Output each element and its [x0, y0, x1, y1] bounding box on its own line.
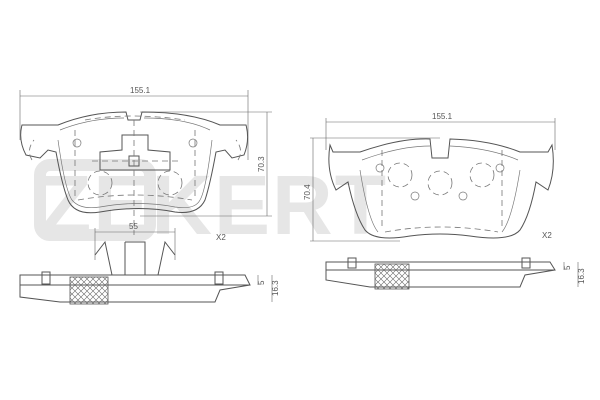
left-pad-side-view: 5 16.3 — [19, 271, 280, 305]
left-quantity-label: X2 — [216, 233, 226, 242]
watermark-logo: ZEKERT — [34, 158, 388, 252]
right-backing-label: 5 — [563, 265, 572, 270]
right-quantity-label: X2 — [542, 231, 552, 240]
svg-text:ZEKERT: ZEKERT — [40, 158, 388, 252]
right-width-label: 155.1 — [432, 112, 453, 121]
left-pad-clip: 55 X2 — [94, 222, 226, 276]
left-backing-label: 5 — [257, 280, 266, 285]
right-height-label: 70.4 — [303, 184, 312, 200]
right-thickness-label: 16.3 — [577, 268, 586, 284]
right-pad-side-view: 5 16.3 — [325, 257, 586, 290]
left-width-label: 155.1 — [130, 86, 151, 95]
left-thickness-label: 16.3 — [271, 280, 280, 296]
left-height-label: 70.3 — [257, 156, 266, 172]
right-pad-front-view: 155.1 70.4 X2 — [303, 112, 556, 242]
left-clip-label: 55 — [129, 222, 138, 231]
left-pad-front-view: 155.1 70.3 — [19, 86, 272, 235]
